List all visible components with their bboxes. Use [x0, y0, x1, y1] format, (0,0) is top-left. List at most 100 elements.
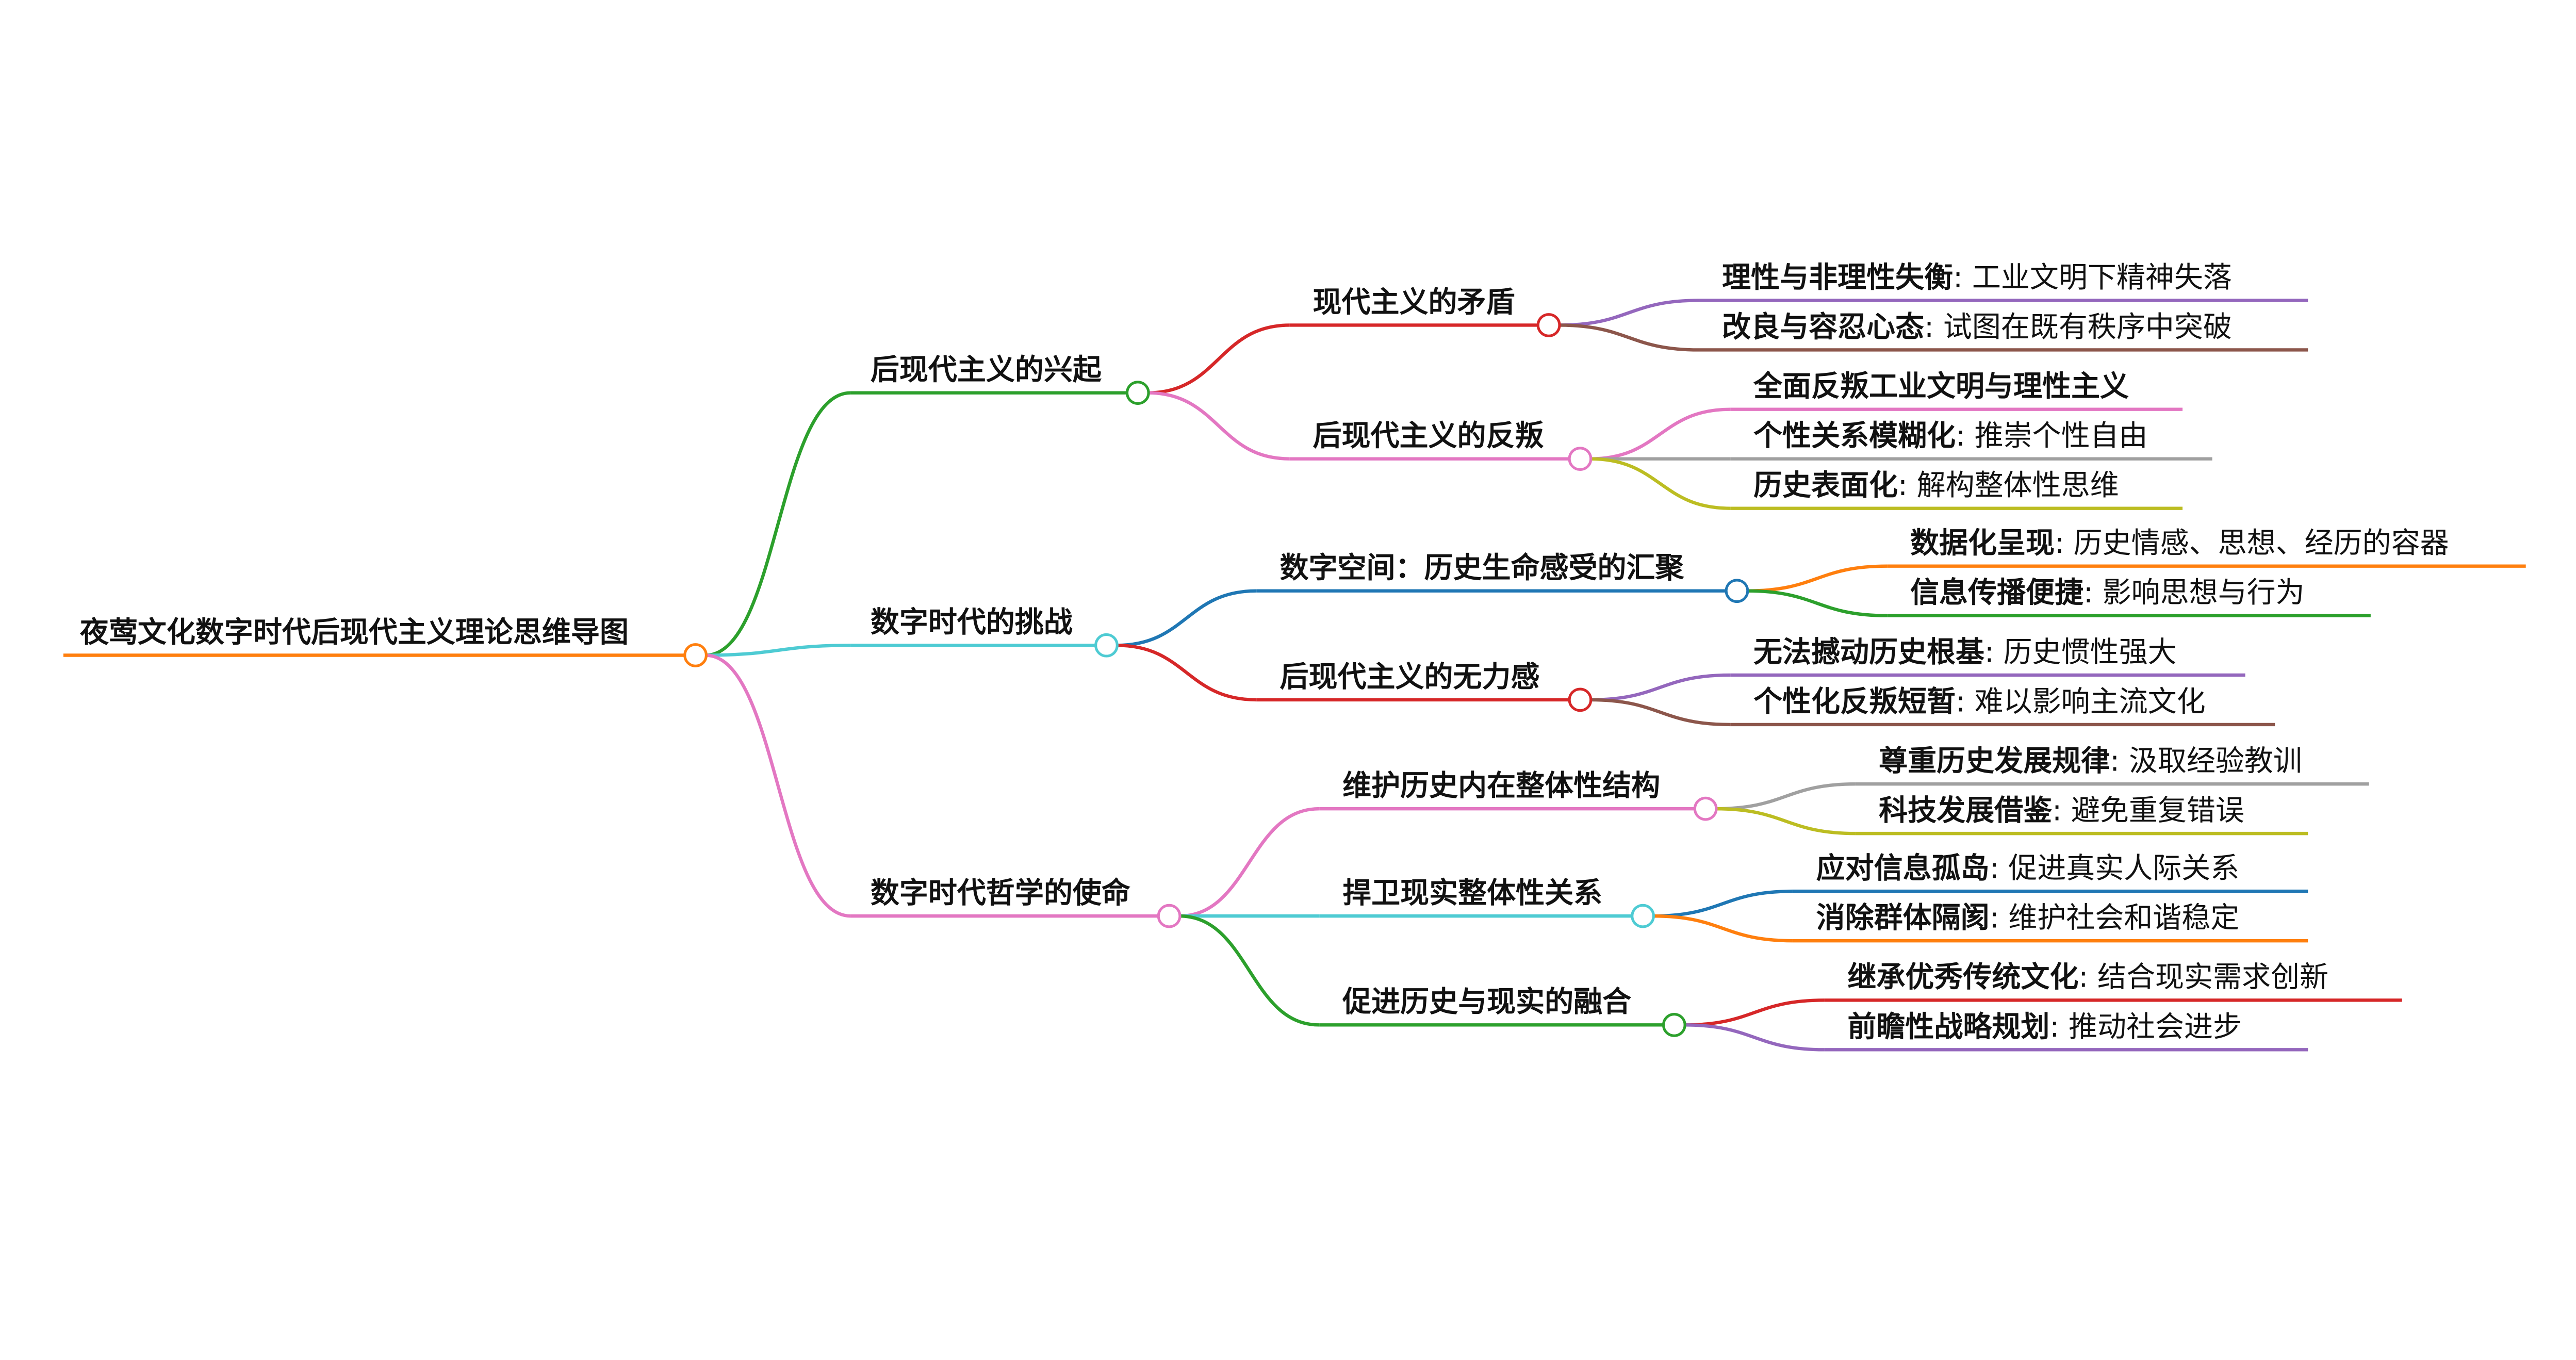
leaf-item: 改良与容忍心态: 试图在既有秩序中突破 — [1722, 310, 2232, 344]
leaf-key: 个性关系模糊化 — [1753, 419, 1956, 453]
leaf-connector — [1684, 998, 1825, 1027]
leaf-key: 尊重历史发展规律 — [1879, 745, 2110, 778]
leaf-connector — [1590, 673, 1731, 702]
subtopic-title: 捍卫现实整体性关系 — [1342, 877, 1602, 910]
root-title: 夜莺文化数字时代后现代主义理论思维导图 — [79, 616, 629, 649]
leaf-item: 无法撼动历史根基: 历史惯性强大 — [1753, 635, 2177, 669]
leaf-key: 科技发展借鉴 — [1879, 794, 2052, 828]
leaf-key: 信息传播便捷 — [1910, 576, 2083, 610]
subtopic-connector — [1179, 807, 1320, 918]
leaf-item: 科技发展借鉴: 避免重复错误 — [1879, 794, 2244, 828]
subtopic-collapse-toggle[interactable] — [1568, 447, 1593, 471]
branch-title: 数字时代的挑战 — [871, 606, 1073, 640]
leaf-key: 历史表面化 — [1753, 469, 1898, 502]
subtopic-connector — [1179, 914, 1320, 1027]
branch-connector — [705, 644, 851, 657]
leaf-key: 继承优秀传统文化 — [1847, 961, 2078, 994]
leaf-separator: : — [1990, 852, 2009, 886]
leaf-item: 数据化呈现: 历史情感、思想、经历的容器 — [1910, 527, 2449, 560]
leaf-connector — [1747, 564, 1888, 593]
leaf-value: 历史情感、思想、经历的容器 — [2074, 527, 2449, 560]
leaf-key: 应对信息孤岛 — [1816, 852, 1990, 886]
leaf-value: 推崇个性自由 — [1975, 419, 2148, 453]
subtopic-title: 后现代主义的反叛 — [1313, 419, 1544, 453]
leaf-item: 应对信息孤岛: 促进真实人际关系 — [1816, 852, 2240, 886]
leaf-connector — [1558, 299, 1699, 327]
leaf-value: 促进真实人际关系 — [2008, 852, 2239, 886]
subtopic-collapse-toggle[interactable] — [1725, 579, 1749, 603]
leaf-key: 数据化呈现 — [1910, 527, 2055, 560]
subtopic-collapse-toggle[interactable] — [1631, 904, 1655, 928]
leaf-separator: : — [2055, 527, 2074, 560]
subtopic-connector — [1116, 644, 1257, 702]
leaf-item: 个性化反叛短暂: 难以影响主流文化 — [1753, 685, 2206, 718]
branch-collapse-toggle[interactable] — [1157, 904, 1182, 928]
leaf-separator: : — [2049, 1010, 2069, 1044]
leaf-value: 推动社会进步 — [2069, 1010, 2242, 1044]
leaf-value: 影响思想与行为 — [2103, 576, 2305, 610]
leaf-separator: : — [1953, 261, 1972, 294]
leaf-value: 避免重复错误 — [2071, 794, 2244, 828]
subtopic-title: 促进历史与现实的融合 — [1342, 986, 1631, 1019]
leaf-separator: : — [1984, 635, 2004, 669]
leaf-value: 试图在既有秩序中突破 — [1943, 310, 2232, 344]
leaf-value: 维护社会和谐稳定 — [2008, 902, 2239, 935]
leaf-separator: : — [2083, 576, 2103, 610]
leaf-item: 前瞻性战略规划: 推动社会进步 — [1847, 1010, 2242, 1044]
leaf-separator: : — [1898, 469, 1917, 502]
leaf-key: 无法撼动历史根基 — [1753, 635, 1984, 669]
leaf-key: 全面反叛工业文明与理性主义 — [1753, 370, 2129, 403]
leaf-item: 个性关系模糊化: 推崇个性自由 — [1753, 419, 2148, 453]
subtopic-title: 后现代主义的无力感 — [1279, 660, 1539, 694]
leaf-connector — [1558, 323, 1699, 352]
leaf-item: 理性与非理性失衡: 工业文明下精神失落 — [1722, 261, 2232, 294]
leaf-connector — [1747, 589, 1888, 617]
subtopic-connector — [1116, 589, 1257, 647]
leaf-value: 难以影响主流文化 — [1975, 685, 2206, 718]
branch-title: 数字时代哲学的使命 — [871, 877, 1130, 910]
leaf-key: 消除群体隔阂 — [1816, 902, 1990, 935]
branch-collapse-toggle[interactable] — [1094, 633, 1119, 658]
subtopic-connector — [1147, 323, 1290, 395]
leaf-connector — [1715, 807, 1856, 835]
leaf-key: 个性化反叛短暂 — [1753, 685, 1956, 718]
leaf-connector — [1590, 457, 1731, 510]
subtopic-connector — [1147, 391, 1290, 461]
subtopic-collapse-toggle[interactable] — [1693, 796, 1718, 821]
leaf-connector — [1590, 698, 1731, 727]
leaf-value: 汲取经验教训 — [2129, 745, 2302, 778]
leaf-item: 信息传播便捷: 影响思想与行为 — [1910, 576, 2305, 610]
leaf-item: 尊重历史发展规律: 汲取经验教训 — [1879, 745, 2302, 778]
leaf-item: 历史表面化: 解构整体性思维 — [1753, 469, 2119, 502]
leaf-key: 前瞻性战略规划 — [1847, 1010, 2049, 1044]
leaf-value: 结合现实需求创新 — [2097, 961, 2328, 994]
subtopic-collapse-toggle[interactable] — [1568, 687, 1593, 712]
leaf-value: 历史惯性强大 — [2004, 635, 2177, 669]
leaf-connector — [1590, 407, 1731, 461]
branch-collapse-toggle[interactable] — [1125, 381, 1150, 405]
leaf-item: 继承优秀传统文化: 结合现实需求创新 — [1847, 961, 2328, 994]
leaf-separator: : — [1990, 902, 2009, 935]
leaf-connector — [1684, 1023, 1825, 1052]
leaf-value: 工业文明下精神失落 — [1972, 261, 2232, 294]
leaf-value: 解构整体性思维 — [1917, 469, 2119, 502]
subtopic-title: 现代主义的矛盾 — [1313, 286, 1515, 319]
branch-connector — [705, 391, 851, 657]
leaf-separator: : — [2078, 961, 2097, 994]
leaf-item: 全面反叛工业文明与理性主义 — [1753, 370, 2129, 403]
subtopic-collapse-toggle[interactable] — [1662, 1012, 1686, 1037]
leaf-connector — [1652, 914, 1793, 943]
subtopic-collapse-toggle[interactable] — [1536, 313, 1561, 337]
subtopic-title: 数字空间：历史生命感受的汇聚 — [1279, 551, 1684, 585]
leaf-key: 理性与非理性失衡 — [1722, 261, 1953, 294]
leaf-connector — [1715, 782, 1856, 811]
leaf-item: 消除群体隔阂: 维护社会和谐稳定 — [1816, 902, 2240, 935]
leaf-connector — [1652, 889, 1793, 918]
leaf-separator: : — [1924, 310, 1943, 344]
branch-connector — [705, 653, 851, 918]
leaf-key: 改良与容忍心态 — [1722, 310, 1924, 344]
leaf-separator: : — [1956, 419, 1975, 453]
leaf-separator: : — [1956, 685, 1975, 718]
root-collapse-toggle[interactable] — [683, 643, 708, 667]
